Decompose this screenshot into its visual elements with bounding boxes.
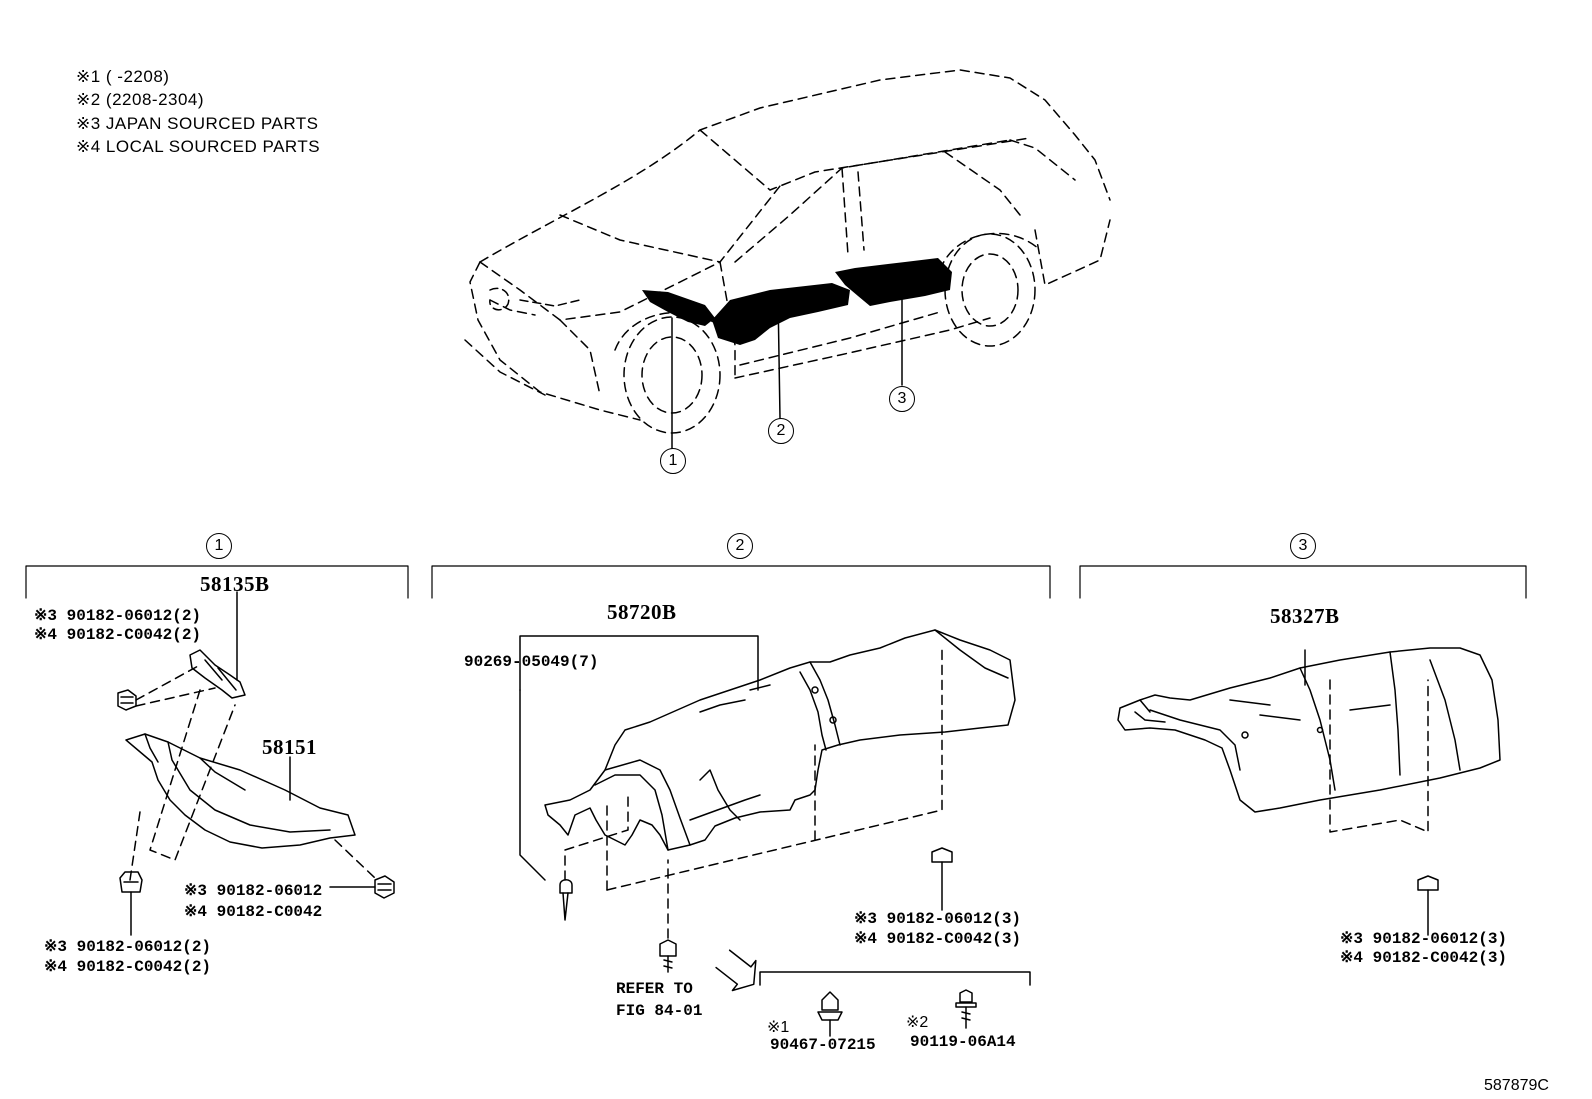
section3-assembly-label: 58327B [1270, 604, 1340, 628]
insulator-2-silhouette [712, 283, 850, 345]
figure-code: 587879C [1484, 1077, 1549, 1094]
section1-clip-bottom-3: ※3 90182-06012(2) [44, 938, 212, 956]
section3-clip-3: ※3 90182-06012(3) [1340, 930, 1508, 948]
section2-assembly-label: 58720B [607, 600, 677, 624]
section3-drawing [1117, 647, 1501, 936]
insulator-3-silhouette [835, 258, 952, 306]
callout-3: 3 [889, 386, 915, 412]
section1-clip-right-4: ※4 90182-C0042 [184, 903, 323, 921]
note-4: ※4 LOCAL SOURCED PARTS [76, 137, 321, 156]
section1-clip-top-3: ※3 90182-06012(2) [34, 607, 202, 625]
callout-2: 2 [768, 418, 794, 444]
section1-assembly-label: 58135B [200, 572, 270, 596]
section2-clip-right-3: ※3 90182-06012(3) [854, 910, 1022, 928]
section3-header: 3 [1290, 533, 1316, 559]
section2-alt2-marker: ※2 [906, 1014, 929, 1031]
section-brackets [25, 565, 1527, 599]
insulator-1-silhouette [642, 290, 715, 326]
section1-clip-bottom-4: ※4 90182-C0042(2) [44, 958, 212, 976]
section1-clip-right-3: ※3 90182-06012 [184, 882, 323, 900]
note-3: ※3 JAPAN SOURCED PARTS [76, 114, 319, 133]
vehicle-illustration [464, 69, 1111, 449]
section2-alt1-part: 90467-07215 [770, 1036, 876, 1054]
section1-drawing [117, 591, 395, 936]
note-2: ※2 (2208-2304) [76, 90, 205, 109]
section1-header: 1 [206, 533, 232, 559]
section2-refer-note: REFER TO FIG 84-01 [616, 980, 703, 1020]
note-1: ※1 ( -2208) [76, 67, 170, 86]
section2-rivet-label: 90269-05049(7) [464, 653, 599, 671]
callout-1: 1 [660, 448, 686, 474]
section2-alt1-marker: ※1 [767, 1019, 790, 1036]
section3-clip-4: ※4 90182-C0042(3) [1340, 949, 1508, 967]
section2-alt2-part: 90119-06A14 [910, 1033, 1016, 1051]
section1-clip-top-4: ※4 90182-C0042(2) [34, 626, 202, 644]
section2-header: 2 [727, 533, 753, 559]
section2-clip-right-4: ※4 90182-C0042(3) [854, 930, 1022, 948]
section2-drawing [519, 629, 1031, 1037]
section1-subpart-label: 58151 [262, 735, 317, 759]
